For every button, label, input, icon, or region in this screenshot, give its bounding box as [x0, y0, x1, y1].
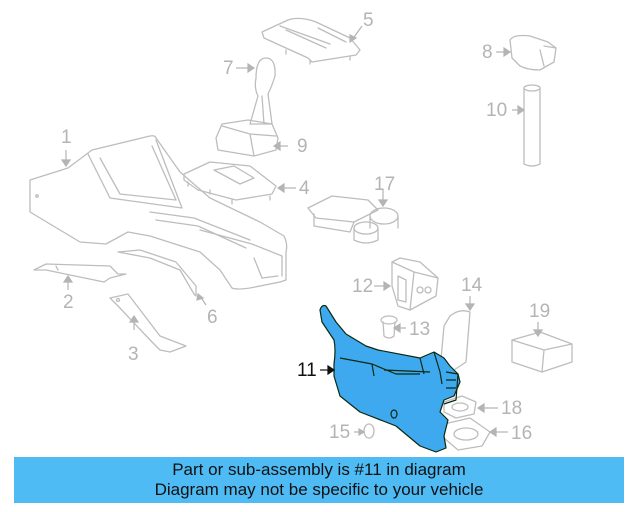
part-18-ring[interactable] — [443, 395, 477, 419]
part-6-side-strip[interactable] — [117, 249, 197, 297]
callout-14[interactable]: 14 — [461, 275, 483, 296]
callout-11[interactable]: 11 — [297, 360, 317, 381]
part-7-shift-knob[interactable] — [249, 57, 276, 125]
part-3-bracket[interactable] — [109, 293, 187, 353]
callout-15[interactable]: 15 — [329, 422, 351, 443]
callout-1[interactable]: 1 — [61, 127, 72, 148]
callout-10[interactable]: 10 — [486, 100, 508, 121]
part-16-tray[interactable] — [443, 417, 491, 451]
banner-line-part-number: Part or sub-assembly is #11 in diagram — [172, 460, 466, 479]
part-19-box[interactable] — [511, 331, 573, 373]
part-8-knob[interactable] — [509, 34, 557, 71]
part-2-bracket[interactable] — [33, 263, 127, 283]
callout-17[interactable]: 17 — [374, 174, 396, 195]
callout-19[interactable]: 19 — [529, 301, 551, 322]
part-12-block[interactable] — [391, 257, 439, 311]
part-4-trim-panel[interactable] — [183, 161, 277, 205]
part-17-cup-holder[interactable] — [307, 195, 399, 244]
part-13-plug[interactable] — [380, 315, 398, 339]
callout-4[interactable]: 4 — [299, 178, 310, 199]
part-1-console[interactable] — [29, 135, 288, 290]
callout-12[interactable]: 12 — [352, 276, 374, 297]
part-10-rod[interactable] — [523, 84, 541, 167]
callout-6[interactable]: 6 — [207, 307, 218, 328]
callout-3[interactable]: 3 — [128, 344, 139, 365]
callout-5[interactable]: 5 — [363, 10, 374, 31]
part-5-trim-plate[interactable] — [261, 17, 361, 65]
callout-13[interactable]: 13 — [409, 319, 431, 340]
part-9-boot[interactable] — [215, 119, 279, 157]
callout-16[interactable]: 16 — [511, 423, 533, 444]
callout-2[interactable]: 2 — [63, 292, 74, 313]
part-15-clip[interactable] — [363, 423, 375, 439]
callout-8[interactable]: 8 — [482, 42, 493, 63]
callout-9[interactable]: 9 — [297, 136, 308, 157]
callout-18[interactable]: 18 — [501, 398, 523, 419]
part-11-highlighted-console[interactable] — [319, 304, 461, 453]
part-info-banner: Part or sub-assembly is #11 in diagram D… — [14, 457, 624, 503]
banner-line-disclaimer: Diagram may not be specific to your vehi… — [154, 480, 484, 499]
callout-7[interactable]: 7 — [223, 58, 234, 79]
